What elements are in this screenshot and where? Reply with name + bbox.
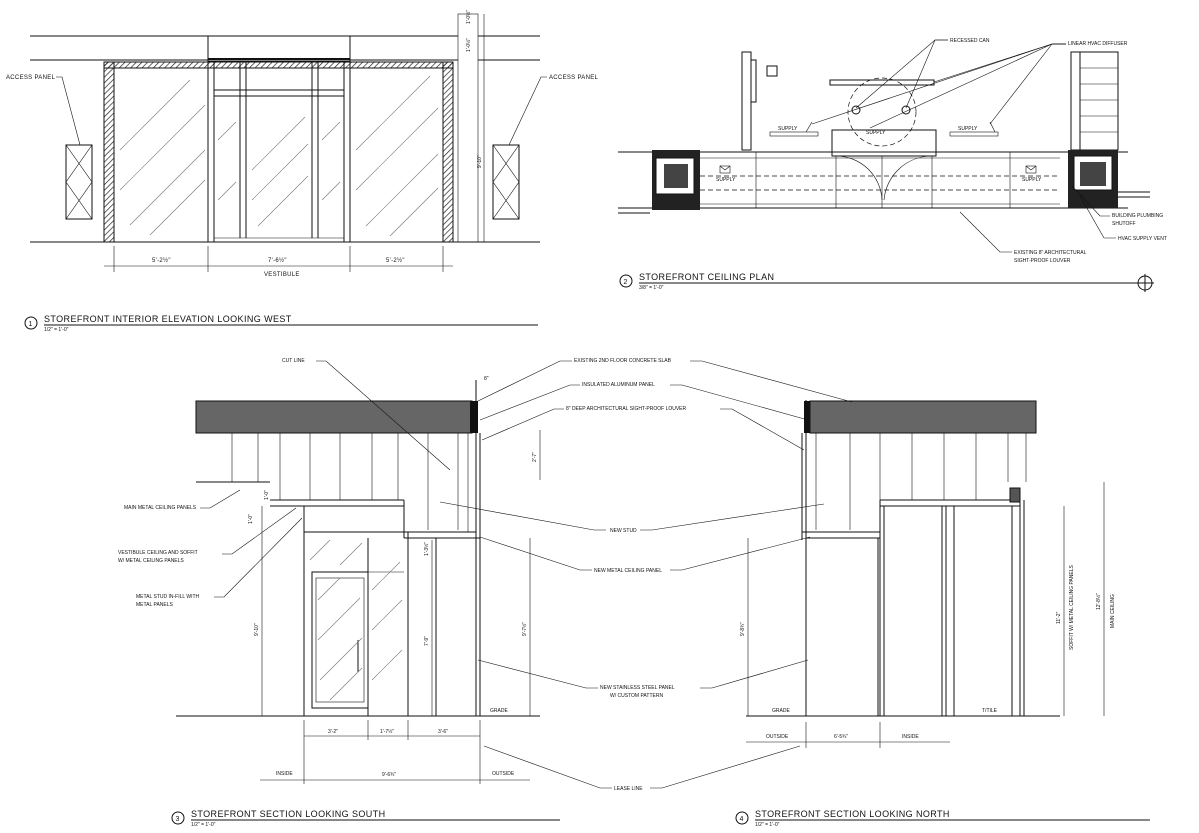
view-3-scale: 1/2" = 1'-0" <box>191 822 216 828</box>
view-1-title: STOREFRONT INTERIOR ELEVATION LOOKING WE… <box>44 314 292 324</box>
dim-8: 8" <box>484 376 489 382</box>
new-metal-panel-label: NEW METAL CEILING PANEL <box>594 568 662 574</box>
grade-label-south: GRADE <box>490 708 508 714</box>
dim-9-7: 9'-7½" <box>521 622 528 636</box>
deep-louver-label: 8" DEEP ARCHITECTURAL SIGHT-PROOF LOUVER <box>566 406 687 412</box>
dim-1-3: 1'-3½" <box>423 542 430 556</box>
access-panel-label-right: ACCESS PANEL <box>549 75 599 81</box>
center-callouts: EXISTING 2ND FLOOR CONCRETE SLAB INSULAT… <box>439 358 853 792</box>
section-north-view: GRADE T/TILE 9'-8¾" 11'-2" 12'-8½" SOFFI… <box>735 400 1150 828</box>
lease-line-label: LEASE LINE <box>614 786 643 792</box>
hvac-vent-label: HVAC SUPPLY VENT <box>1118 236 1167 242</box>
view-4-scale: 1/2" = 1'-0" <box>755 822 780 828</box>
dim-3-2: 3'-2" <box>328 729 338 735</box>
supply-label-1: SUPPLY <box>778 126 798 132</box>
supply-label-2: SUPPLY <box>866 130 886 136</box>
ceiling-plan-view: SUPPLY SUPPLY SUPPLY SUPPLY SUPPLY RECES… <box>618 38 1167 292</box>
dim-3-6: 3'-6" <box>438 729 448 735</box>
dim-9-10: 9'-10" <box>254 623 260 636</box>
inside-label-north: INSIDE <box>902 734 919 740</box>
louver-label-2: SIGHT-PROOF LOUVER <box>1014 258 1071 264</box>
supply-label-3: SUPPLY <box>958 126 978 132</box>
dim-9-8: 9'-8¾" <box>740 622 746 636</box>
stainless-label-2: W/ CUSTOM PATTERN <box>610 693 663 699</box>
view-3-title: STOREFRONT SECTION LOOKING SOUTH <box>191 809 386 819</box>
dim-9-6: 9'-6¾" <box>382 772 396 778</box>
main-ceiling-label: MAIN CEILING <box>1110 594 1116 628</box>
dim-left: 5'-2½" <box>152 257 171 264</box>
vestibule-label: VESTIBULE <box>264 272 300 278</box>
linear-hvac-label: LINEAR HVAC DIFFUSER <box>1068 41 1128 47</box>
dim-1-0-b: 1'-0" <box>248 514 254 524</box>
soffit-label: SOFFIT W/ METAL CEILING PANELS <box>1069 565 1075 650</box>
dim-6-5: 6'-5¾" <box>834 734 848 740</box>
plumbing-label-1: BUILDING PLUMBING <box>1112 213 1163 219</box>
existing-slab-label: EXISTING 2ND FLOOR CONCRETE SLAB <box>574 358 672 364</box>
supply-label-5: SUPPLY <box>1022 177 1042 183</box>
dim-12-8: 12'-8½" <box>1095 593 1102 610</box>
dim-top2: 1'-0½" <box>465 38 472 52</box>
supply-label-4: SUPPLY <box>716 177 736 183</box>
recessed-can-label: RECESSED CAN <box>950 38 990 44</box>
dim-center: 7'-6½" <box>268 257 287 264</box>
louver-label-1: EXISTING 8" ARCHITECTURAL <box>1014 250 1087 256</box>
dim-7-9: 7'-9" <box>424 636 430 646</box>
outside-label-south: OUTSIDE <box>492 771 515 777</box>
vestibule-ceiling-label-1: VESTIBULE CEILING AND SOFFIT <box>118 550 198 556</box>
view-2-number: 2 <box>624 279 628 286</box>
cut-line-label: CUT LINE <box>282 358 305 364</box>
dim-11-2: 11'-2" <box>1056 611 1062 624</box>
view-1-scale: 1/2" = 1'-0" <box>44 327 69 333</box>
dim-1-7: 1'-7½" <box>380 728 394 735</box>
vestibule-ceiling-label-2: W/ METAL CEILING PANELS <box>118 558 184 564</box>
view-4-number: 4 <box>740 816 744 823</box>
plumbing-label-2: SHUTOFF <box>1112 221 1136 227</box>
view-2-scale: 3/8" = 1'-0" <box>639 285 664 291</box>
view-4-title: STOREFRONT SECTION LOOKING NORTH <box>755 809 950 819</box>
view-3-number: 3 <box>176 816 180 823</box>
main-metal-label: MAIN METAL CEILING PANELS <box>124 505 197 511</box>
metal-stud-label-2: METAL PANELS <box>136 602 174 608</box>
dim-2-7: 2'-7" <box>532 452 538 462</box>
grade-label-north: GRADE <box>772 708 790 714</box>
access-panel-label-left: ACCESS PANEL <box>6 75 56 81</box>
metal-stud-label-1: METAL STUD IN-FILL WITH <box>136 594 200 600</box>
view-2-title: STOREFRONT CEILING PLAN <box>639 272 774 282</box>
dim-top1: 1'-0½" <box>465 10 472 24</box>
dim-1-0-a: 1'-0" <box>264 490 270 500</box>
stainless-label-1: NEW STAINLESS STEEL PANEL <box>600 685 675 691</box>
outside-label-north: OUTSIDE <box>766 734 789 740</box>
new-stud-label: NEW STUD <box>610 528 637 534</box>
insulated-panel-label: INSULATED ALUMINUM PANEL <box>582 382 655 388</box>
tile-label: T/TILE <box>982 708 998 714</box>
dim-right: 5'-2½" <box>386 257 405 264</box>
inside-label-south: INSIDE <box>276 771 293 777</box>
section-south-view: GRADE 9'-10" 7'-9" 9'-7½" 2'-7" 1'-3½" 1… <box>118 358 560 828</box>
dim-height: 9'-10" <box>477 155 483 168</box>
view-1-number: 1 <box>29 321 33 328</box>
elevation-view: ACCESS PANEL ACCESS PANEL 1'-0½" 1'-0½" … <box>6 10 599 333</box>
